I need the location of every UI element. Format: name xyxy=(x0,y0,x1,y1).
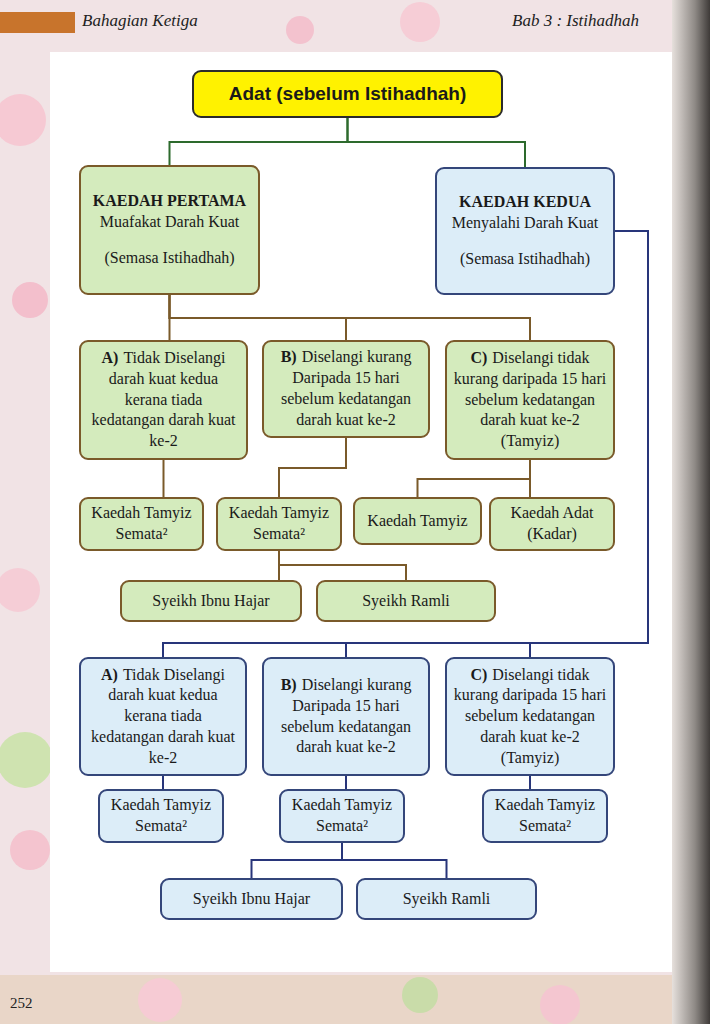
connector-line xyxy=(279,551,406,580)
flow-box: KAEDAH KEDUAMenyalahi Darah Kuat (Semasa … xyxy=(435,167,615,295)
box-text: Syeikh Ibnu Hajar xyxy=(152,591,269,612)
header-bar xyxy=(0,12,75,33)
blossom xyxy=(10,830,50,870)
flow-box: Syeikh Ibnu Hajar xyxy=(120,580,302,622)
flow-box: Syeikh Ramli xyxy=(316,580,496,622)
flow-box: Adat (sebelum Istihadhah) xyxy=(192,70,503,118)
connector-line xyxy=(348,118,526,167)
box-text: Kaedah Tamyiz Semata² xyxy=(87,503,196,545)
box-text: KAEDAH PERTAMA xyxy=(93,191,246,212)
flow-box: Kaedah Tamyiz xyxy=(353,497,482,545)
flow-box: B)Diselangi kurang Daripada 15 hari sebe… xyxy=(262,657,430,776)
flow-box: Syeikh Ramli xyxy=(356,878,537,920)
box-text: (Semasa Istihadhah) xyxy=(104,248,234,269)
flow-box: Kaedah Tamyiz Semata² xyxy=(482,789,608,843)
box-text-line: C)Diselangi tidak kurang daripada 15 har… xyxy=(453,665,607,769)
box-text: Kaedah Tamyiz Semata² xyxy=(287,795,397,837)
connector-line xyxy=(163,460,164,497)
leaf xyxy=(402,977,438,1013)
blossom xyxy=(540,985,580,1024)
box-text: Kaedah Adat (Kadar) xyxy=(497,503,607,545)
box-text: Menyalahi Darah Kuat xyxy=(452,213,599,234)
connector-path xyxy=(279,438,346,497)
flow-box: A)Tidak Diselangi darah kuat kedua keran… xyxy=(79,340,248,460)
connector-path xyxy=(163,460,165,497)
box-text-line: A)Tidak Diselangi darah kuat kedua keran… xyxy=(87,665,239,769)
connector-line xyxy=(530,460,531,497)
box-text: (Semasa Istihadhah) xyxy=(460,249,590,270)
connector-path xyxy=(345,776,347,789)
leaf xyxy=(0,732,53,788)
box-text: Diselangi kurang Daripada 15 hari sebelu… xyxy=(281,676,411,755)
connector-path xyxy=(348,118,526,167)
blossom xyxy=(400,2,440,42)
blossom xyxy=(0,94,46,146)
box-text: Adat (sebelum Istihadhah) xyxy=(229,82,467,107)
flow-box: Syeikh Ibnu Hajar xyxy=(160,878,343,920)
box-text: KAEDAH KEDUA xyxy=(459,192,591,213)
box-text: Kaedah Tamyiz Semata² xyxy=(490,795,600,837)
flow-box: Kaedah Tamyiz Semata² xyxy=(79,497,204,551)
box-text: A) xyxy=(101,666,118,683)
flow-box: Kaedah Tamyiz Semata² xyxy=(279,789,405,843)
connector-line xyxy=(279,438,346,497)
box-text: Muafakat Darah Kuat xyxy=(100,212,240,233)
flow-box: Kaedah Tamyiz Semata² xyxy=(98,789,224,843)
box-text: Diselangi kurang Daripada 15 hari sebelu… xyxy=(281,348,411,427)
box-text-line: B)Diselangi kurang Daripada 15 hari sebe… xyxy=(270,347,422,430)
box-text: C) xyxy=(470,666,487,683)
connector-line xyxy=(530,776,531,789)
section-header: Bahagian Ketiga xyxy=(82,11,198,31)
connector-path xyxy=(162,776,164,789)
connector-line xyxy=(252,843,343,878)
bottom-band xyxy=(0,975,710,1024)
page-fold-shadow xyxy=(672,0,710,1024)
connector-path xyxy=(418,460,531,497)
flow-box: C)Diselangi tidak kurang daripada 15 har… xyxy=(445,340,615,460)
box-text-line: B)Diselangi kurang Daripada 15 hari sebe… xyxy=(270,675,422,758)
box-text: Kaedah Tamyiz Semata² xyxy=(106,795,216,837)
connector-path xyxy=(529,460,531,497)
box-text: C) xyxy=(470,349,487,366)
connector-path xyxy=(170,295,531,340)
flow-box: C)Diselangi tidak kurang daripada 15 har… xyxy=(445,657,615,776)
box-text: Syeikh Ramli xyxy=(362,591,450,612)
box-text-line: A)Tidak Diselangi darah kuat kedua keran… xyxy=(87,348,240,452)
connector-path xyxy=(170,118,348,165)
box-text: B) xyxy=(281,676,297,693)
box-text: Syeikh Ramli xyxy=(403,889,491,910)
box-text-line: C)Diselangi tidak kurang daripada 15 har… xyxy=(453,348,607,452)
blossom xyxy=(138,978,182,1022)
connector-path xyxy=(279,551,406,580)
box-text: B) xyxy=(281,348,297,365)
connector-path xyxy=(529,776,531,789)
flow-box: A)Tidak Diselangi darah kuat kedua keran… xyxy=(79,657,247,776)
flow-box: KAEDAH PERTAMAMuafakat Darah Kuat (Semasa… xyxy=(79,165,260,295)
blossom xyxy=(286,16,314,44)
connector-path xyxy=(252,843,343,878)
connector-line xyxy=(342,843,447,878)
blossom xyxy=(12,282,48,318)
connector-line xyxy=(163,776,164,789)
flow-box: Kaedah Adat (Kadar) xyxy=(489,497,615,551)
box-text: A) xyxy=(102,349,119,366)
white-panel xyxy=(50,52,672,972)
connector-line xyxy=(170,118,348,165)
page-number: 252 xyxy=(10,995,33,1012)
blossom xyxy=(0,568,40,612)
chapter-header: Bab 3 : Istihadhah xyxy=(512,11,639,31)
connector-line xyxy=(170,295,531,340)
connector-line xyxy=(346,776,347,789)
box-text: Syeikh Ibnu Hajar xyxy=(193,889,310,910)
flow-box: B)Diselangi kurang Daripada 15 hari sebe… xyxy=(262,340,430,438)
box-text: Kaedah Tamyiz Semata² xyxy=(224,503,334,545)
flow-box: Kaedah Tamyiz Semata² xyxy=(216,497,342,551)
connector-line xyxy=(418,460,531,497)
box-text: Kaedah Tamyiz xyxy=(367,511,467,532)
connector-path xyxy=(342,843,447,878)
